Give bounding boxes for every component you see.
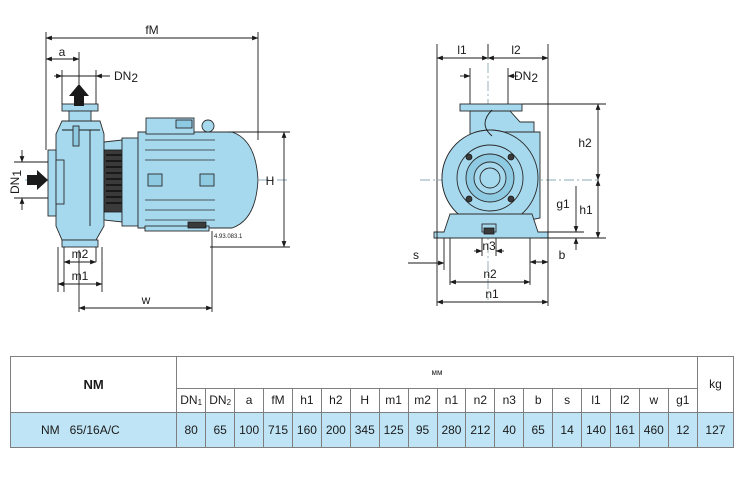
- value-cell: 460: [638, 411, 669, 449]
- drawing-reference: 4.93.083.1: [214, 234, 243, 240]
- column-header: H: [349, 388, 380, 413]
- column-header: g1: [667, 388, 698, 413]
- column-header: m1: [378, 388, 409, 413]
- model-cell: NM 65/16A/C: [9, 411, 178, 449]
- value-cell: 160: [291, 411, 322, 449]
- dim-label-H: H: [266, 174, 275, 188]
- value-cell: 80: [176, 411, 207, 449]
- column-header: n1: [436, 388, 467, 413]
- value-cell: 212: [465, 411, 496, 449]
- column-header: h2: [320, 388, 351, 413]
- dim-label-b: b: [559, 248, 566, 262]
- value-cell: 280: [436, 411, 467, 449]
- dim-label-DN1: DN1: [8, 170, 24, 194]
- dim-label-n2: n2: [483, 267, 497, 281]
- weight-cell: 127: [696, 411, 735, 449]
- column-header: n3: [494, 388, 525, 413]
- unit-header: мм: [176, 355, 698, 390]
- column-header: a: [234, 388, 265, 413]
- dim-label-fM: fM: [145, 23, 158, 37]
- column-header: b: [523, 388, 554, 413]
- column-header: s: [552, 388, 583, 413]
- column-header: w: [638, 388, 669, 413]
- dim-label-n3: n3: [482, 239, 496, 253]
- dim-label-s: s: [413, 248, 419, 262]
- value-cell: 200: [320, 411, 351, 449]
- dim-label-DN2: DN2: [114, 69, 138, 85]
- column-header: fM: [263, 388, 293, 413]
- column-header: DN1: [176, 388, 207, 413]
- dim-label-a: a: [59, 45, 66, 59]
- value-cell: 40: [494, 411, 525, 449]
- dim-label-n1: n1: [485, 287, 499, 301]
- value-cell: 161: [609, 411, 640, 449]
- model-header: NM: [9, 356, 178, 413]
- column-header: l2: [609, 388, 640, 413]
- column-header: h1: [291, 388, 322, 413]
- value-cell: 140: [581, 411, 611, 449]
- value-cell: 65: [205, 411, 236, 449]
- column-header: m2: [407, 388, 438, 413]
- weight-header: kg: [696, 356, 735, 413]
- dim-label-h1: h1: [579, 203, 593, 217]
- value-cell: 125: [378, 411, 409, 449]
- value-cell: 14: [552, 411, 583, 449]
- column-header: n2: [465, 388, 496, 413]
- dim-label-m2: m2: [72, 247, 89, 261]
- value-cell: 345: [349, 411, 380, 449]
- value-cell: 715: [263, 411, 293, 449]
- dim-label-l2: l2: [511, 43, 521, 57]
- dim-label-g1: g1: [556, 197, 570, 211]
- column-header: l1: [581, 388, 611, 413]
- column-header: DN2: [205, 388, 236, 413]
- value-cell: 65: [523, 411, 554, 449]
- dim-label-h2: h2: [578, 136, 592, 150]
- dim-label-front-DN2: DN2: [514, 69, 538, 85]
- dim-label-l1: l1: [457, 43, 467, 57]
- dim-label-w: w: [141, 293, 151, 307]
- value-cell: 95: [407, 411, 438, 449]
- value-cell: 12: [667, 411, 698, 449]
- value-cell: 100: [234, 411, 265, 449]
- front-view: l1 l2 DN2 h2 h1 g1 s n3 b: [408, 43, 606, 306]
- side-view: fM a DN2 DN1 H 4.93.083.1 m2 m1: [8, 23, 290, 312]
- technical-drawing: fM a DN2 DN1 H 4.93.083.1 m2 m1: [8, 23, 606, 312]
- dim-label-m1: m1: [72, 269, 89, 283]
